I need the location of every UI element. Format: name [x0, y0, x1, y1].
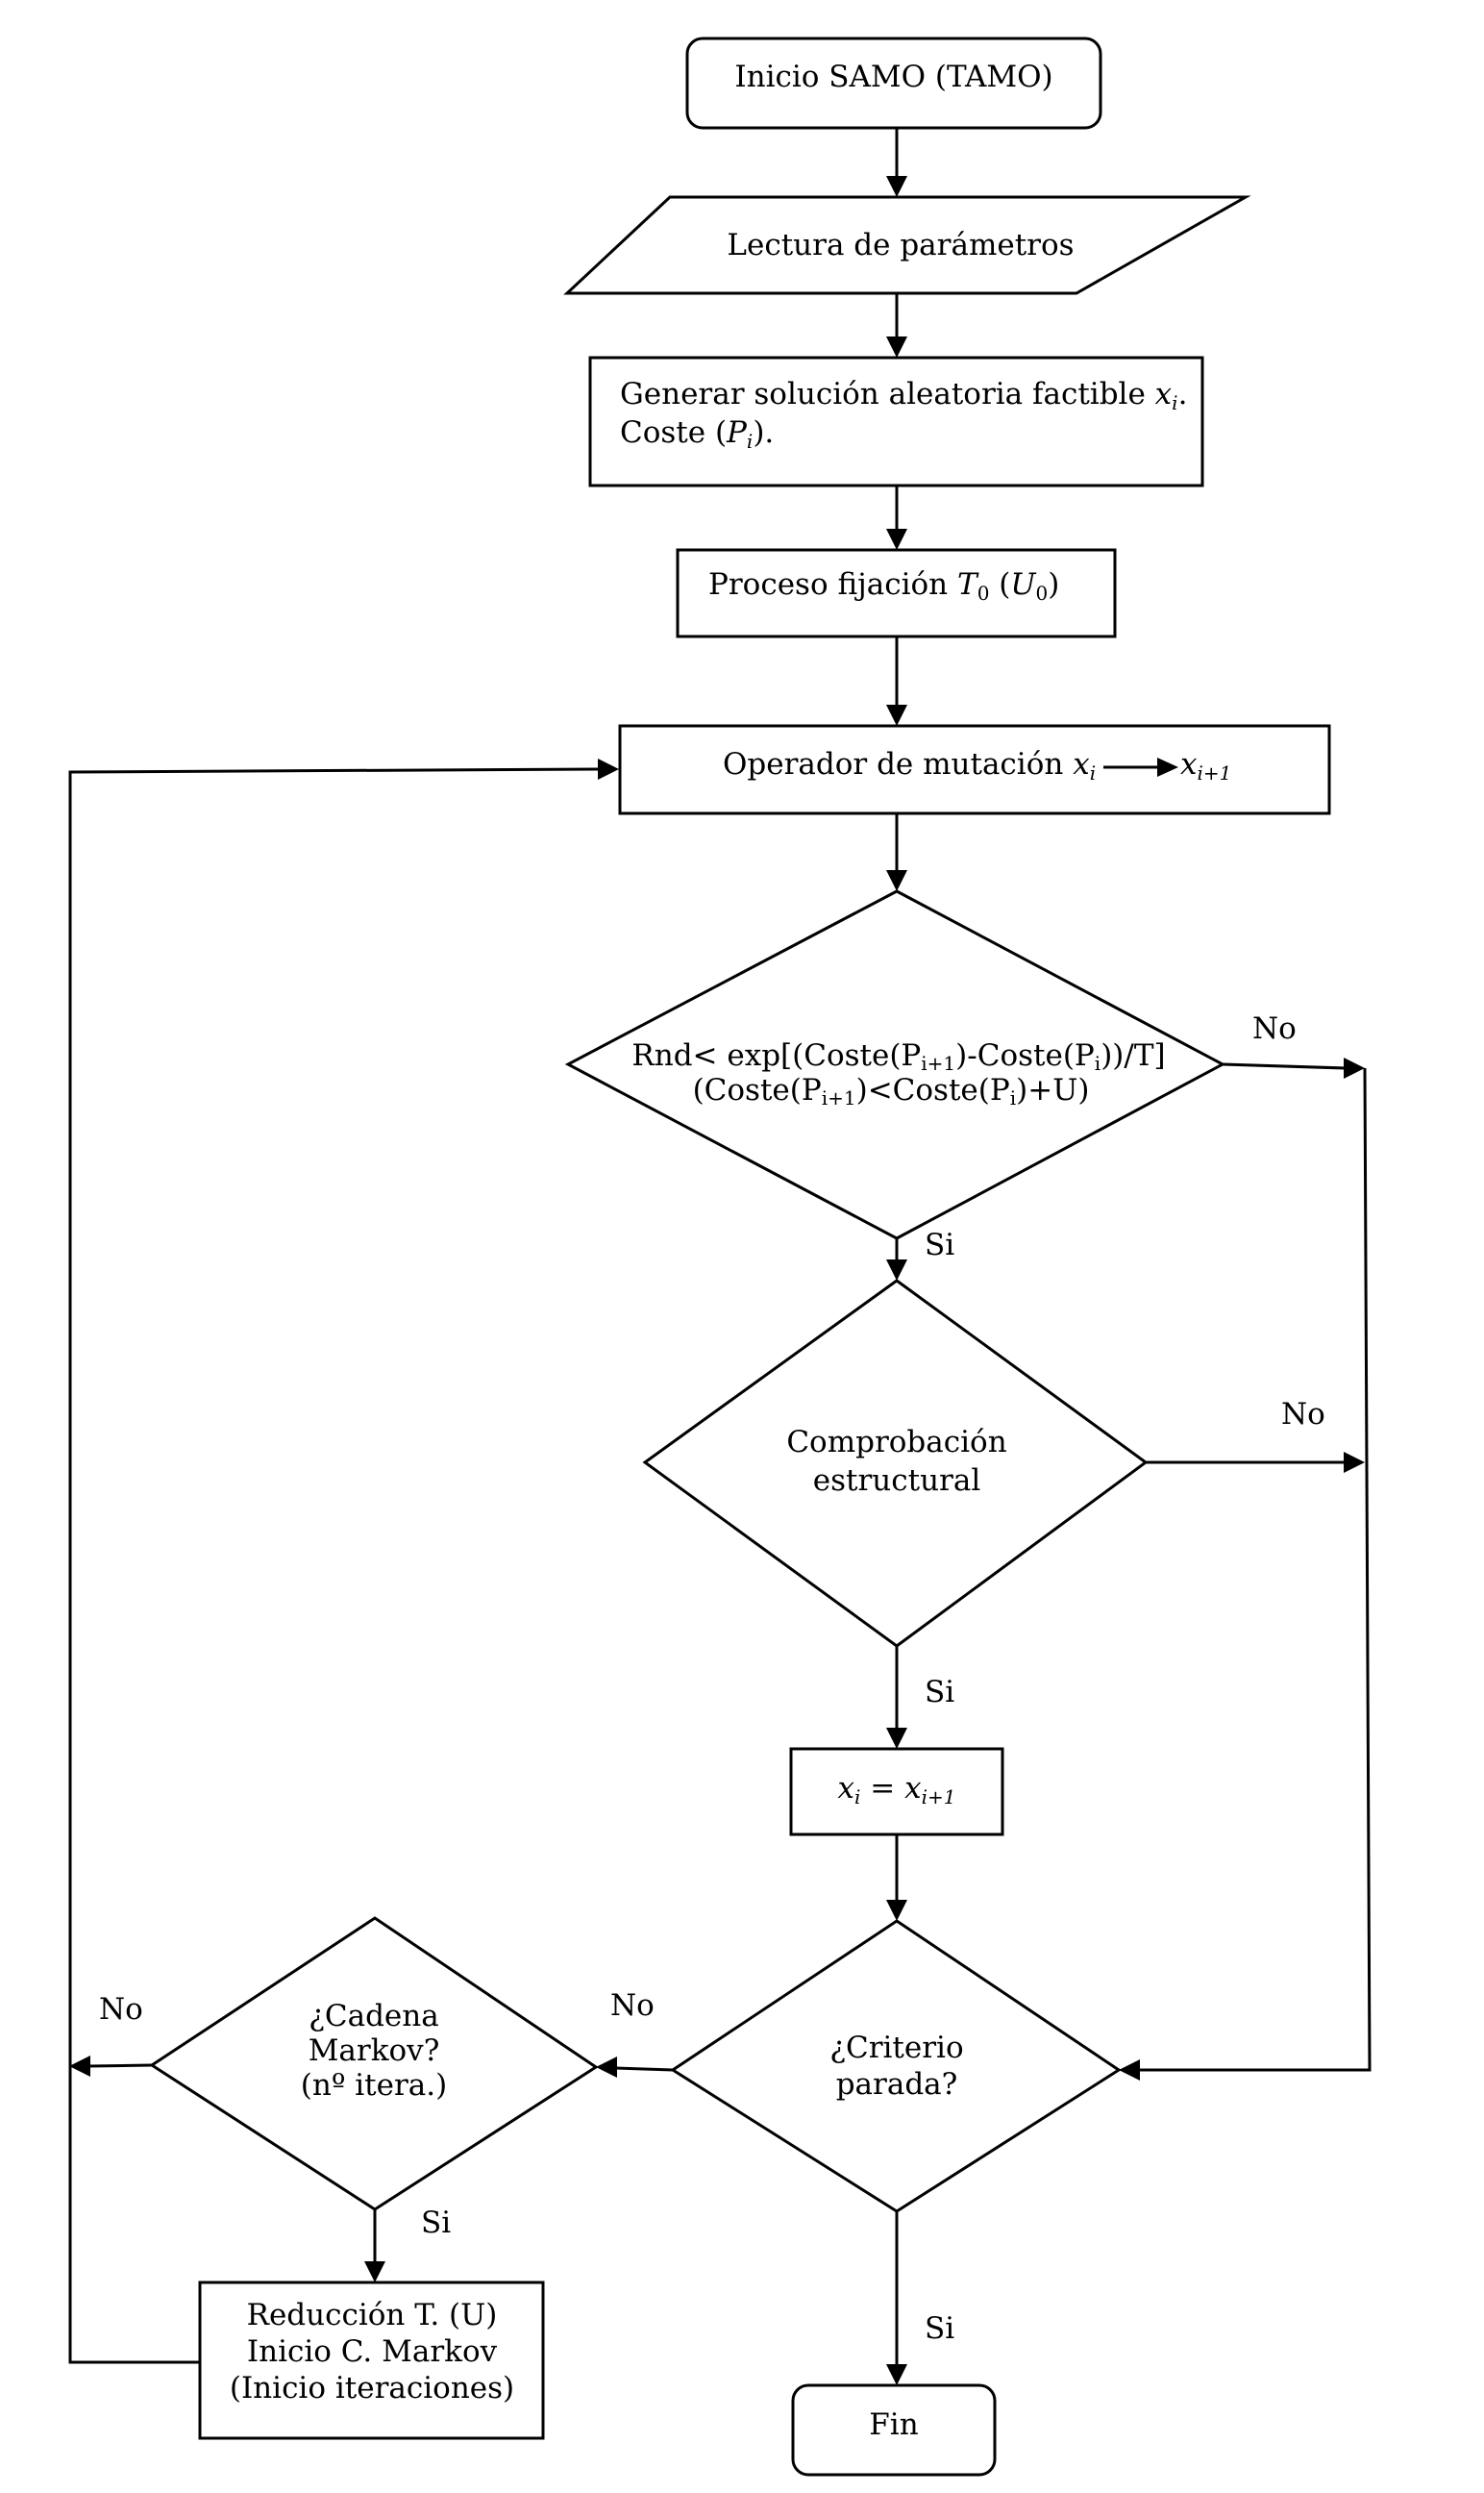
markov-line2: Markov? — [309, 2033, 440, 2068]
reduce-line2: Inicio C. Markov — [247, 2334, 498, 2369]
node-accept: Rnd< exp[(Coste(Pi+1)-Coste(Pi))/T] (Cos… — [564, 889, 1226, 1240]
generate-line2: Coste (Pi). — [620, 415, 774, 453]
node-assign: xi = xi+1 — [789, 1747, 1004, 1836]
branch-labels: No Si No Si No Si No Si — [99, 1011, 1325, 2346]
arrowhead-mutation — [886, 705, 907, 726]
markov-line1: ¿Cadena — [309, 1999, 438, 2033]
node-read: Lectura de parámetros — [563, 195, 1251, 295]
markov-line3: (nº itera.) — [301, 2068, 447, 2103]
reduce-box — [198, 2281, 545, 2440]
arrowhead-markov — [596, 2057, 617, 2078]
read-parallelogram — [563, 195, 1251, 295]
markov-diamond — [149, 1916, 599, 2211]
markov-no-label: No — [99, 1992, 143, 2027]
node-fix: Proceso fijación T0 (U0) — [676, 548, 1117, 638]
accept-line2: (Coste(Pi+1)<Coste(Pi)+U) — [693, 1073, 1090, 1109]
node-generate: Generar solución aleatoria factible xi. … — [588, 356, 1204, 487]
read-label: Lectura de parámetros — [727, 228, 1074, 262]
arrowhead-accept-no — [1344, 1058, 1365, 1079]
stop-no-label: No — [610, 1988, 655, 2023]
node-mutation: Operador de mutación xi xi+1 — [618, 724, 1331, 815]
node-stop: ¿Criterio parada? — [670, 1919, 1122, 2213]
edge-loop-to-mutation — [68, 767, 599, 2364]
check-line2: estructural — [813, 1463, 981, 1498]
edge-stop-no — [614, 2066, 674, 2072]
check-line1: Comprobación — [786, 1425, 1006, 1459]
fix-label: Proceso fijación T0 (U0) — [708, 567, 1059, 605]
edge-markov-no — [87, 2063, 153, 2068]
node-start: Inicio SAMO (TAMO) — [685, 37, 1102, 130]
mutation-inline-arrowhead — [1157, 758, 1178, 777]
arrowhead-fix — [886, 529, 907, 550]
arrowhead-generate — [886, 337, 907, 358]
start-label: Inicio SAMO (TAMO) — [734, 60, 1052, 94]
accept-line1: Rnd< exp[(Coste(Pi+1)-Coste(Pi))/T] — [631, 1038, 1165, 1075]
reduce-line1: Reducción T. (U) — [247, 2298, 498, 2332]
arrowhead-check-no — [1344, 1452, 1365, 1473]
edge-no-trunk-to-stop — [1140, 1067, 1372, 2072]
start-terminator — [685, 37, 1102, 130]
generate-line1: Generar solución aleatoria factible xi. — [620, 377, 1187, 414]
check-no-label: No — [1281, 1397, 1325, 1432]
stop-line2: parada? — [836, 2067, 958, 2102]
assign-label: xi = xi+1 — [838, 1771, 956, 1808]
mutation-box — [618, 724, 1331, 815]
accept-diamond — [564, 889, 1226, 1240]
arrowhead-loop — [598, 759, 619, 780]
markov-si-label: Si — [421, 2206, 451, 2240]
node-end: Fin — [791, 2383, 997, 2477]
reduce-line3: (Inicio iteraciones) — [230, 2371, 514, 2406]
arrowhead-markov-no — [69, 2056, 90, 2077]
arrowhead-reduce — [364, 2261, 385, 2282]
check-diamond — [642, 1279, 1149, 1648]
mutation-result: xi+1 — [1180, 747, 1231, 785]
arrowhead-stop — [886, 1900, 907, 1921]
end-terminator — [791, 2383, 997, 2477]
connectors — [68, 128, 1372, 2385]
accept-no-label: No — [1252, 1011, 1297, 1046]
stop-si-label: Si — [925, 2311, 954, 2346]
stop-line1: ¿Criterio — [829, 2031, 963, 2065]
check-si-label: Si — [925, 1675, 954, 1709]
arrowhead-assign — [886, 1728, 907, 1749]
fix-box — [676, 548, 1117, 638]
node-reduce: Reducción T. (U) Inicio C. Markov (Inici… — [198, 2281, 545, 2440]
node-check: Comprobación estructural — [642, 1279, 1149, 1648]
arrowhead-read — [886, 176, 907, 197]
generate-box — [588, 356, 1204, 487]
end-label: Fin — [869, 2407, 918, 2442]
arrowhead-stop-right — [1119, 2059, 1140, 2081]
mutation-label: Operador de mutación xi — [723, 747, 1096, 785]
accept-si-label: Si — [925, 1228, 954, 1262]
edge-accept-no — [1222, 1062, 1347, 1070]
arrowhead-check — [886, 1259, 907, 1281]
assign-box — [789, 1747, 1004, 1836]
node-markov: ¿Cadena Markov? (nº itera.) — [149, 1916, 599, 2211]
stop-diamond — [670, 1919, 1122, 2213]
arrowhead-end — [886, 2364, 907, 2385]
arrowhead-accept — [886, 870, 907, 891]
